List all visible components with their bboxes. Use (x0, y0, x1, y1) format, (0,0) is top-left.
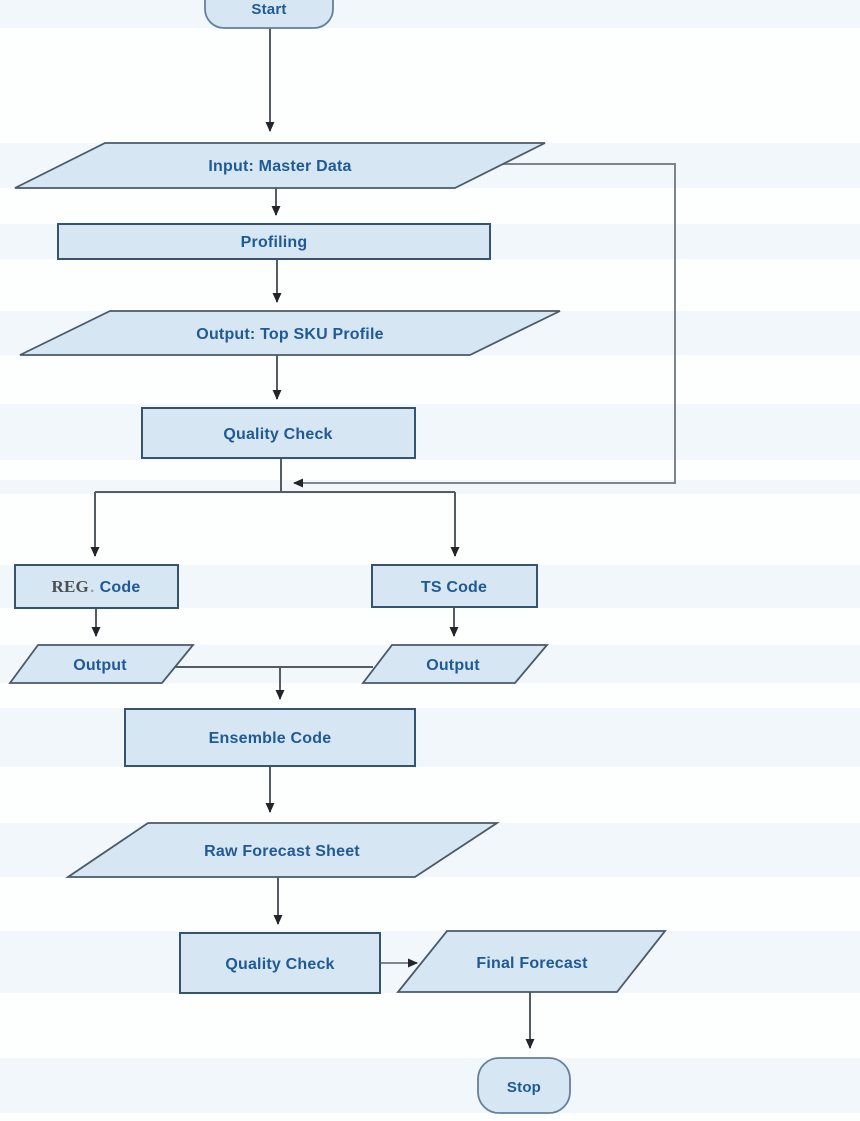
node-input-master-data: Input: Master Data (14, 142, 546, 189)
node-profiling: Profiling (57, 223, 491, 260)
output-ts-shape (361, 644, 549, 684)
input-master-data-shape (14, 142, 546, 189)
reg-code-shape (14, 564, 179, 609)
output-reg-label: Output (73, 657, 127, 674)
node-reg-code: REG. Code (14, 564, 179, 609)
edges (90, 28, 676, 1049)
reg-code-word: Code (100, 579, 141, 596)
raw-forecast-sheet-label: Raw Forecast Sheet (204, 843, 360, 860)
node-ensemble-code: Ensemble Code (124, 708, 416, 767)
node-start: Start (204, 0, 334, 29)
reg-code-prefix: REG (52, 577, 89, 596)
output-top-sku-profile-label: Output: Top SKU Profile (196, 326, 383, 343)
ensemble-code-shape (124, 708, 416, 767)
node-ts-code: TS Code (371, 564, 538, 608)
output-top-sku-profile-shape (19, 310, 561, 356)
node-quality-check-1: Quality Check (141, 407, 416, 459)
reg-code-label: REG. Code (52, 577, 141, 596)
quality-check-2-label: Quality Check (225, 956, 334, 973)
ensemble-code-label: Ensemble Code (209, 730, 332, 747)
final-forecast-label: Final Forecast (476, 955, 588, 972)
node-raw-forecast-sheet: Raw Forecast Sheet (65, 822, 501, 878)
quality-check-1-shape (141, 407, 416, 459)
edge-feedback-loop (293, 163, 676, 488)
profiling-shape (57, 223, 491, 260)
final-forecast-shape (396, 930, 667, 993)
start-shape (204, 0, 334, 29)
ts-code-shape (371, 564, 538, 608)
start-label: Start (251, 1, 286, 18)
output-ts-label: Output (426, 657, 480, 674)
quality-check-1-label: Quality Check (223, 426, 332, 443)
node-output-reg: Output (8, 644, 195, 684)
raw-forecast-sheet-shape (65, 822, 501, 878)
reg-code-separator: . (90, 579, 95, 596)
node-stop: Stop (477, 1057, 571, 1114)
stop-shape (477, 1057, 571, 1114)
output-reg-shape (8, 644, 195, 684)
input-master-data-label: Input: Master Data (208, 158, 351, 175)
quality-check-2-shape (179, 932, 381, 994)
ts-code-label: TS Code (421, 579, 487, 596)
profiling-label: Profiling (241, 234, 308, 251)
node-output-ts: Output (361, 644, 549, 684)
node-quality-check-2: Quality Check (179, 932, 381, 994)
node-output-top-sku-profile: Output: Top SKU Profile (19, 310, 561, 356)
node-final-forecast: Final Forecast (396, 930, 667, 993)
stop-label: Stop (507, 1079, 541, 1096)
